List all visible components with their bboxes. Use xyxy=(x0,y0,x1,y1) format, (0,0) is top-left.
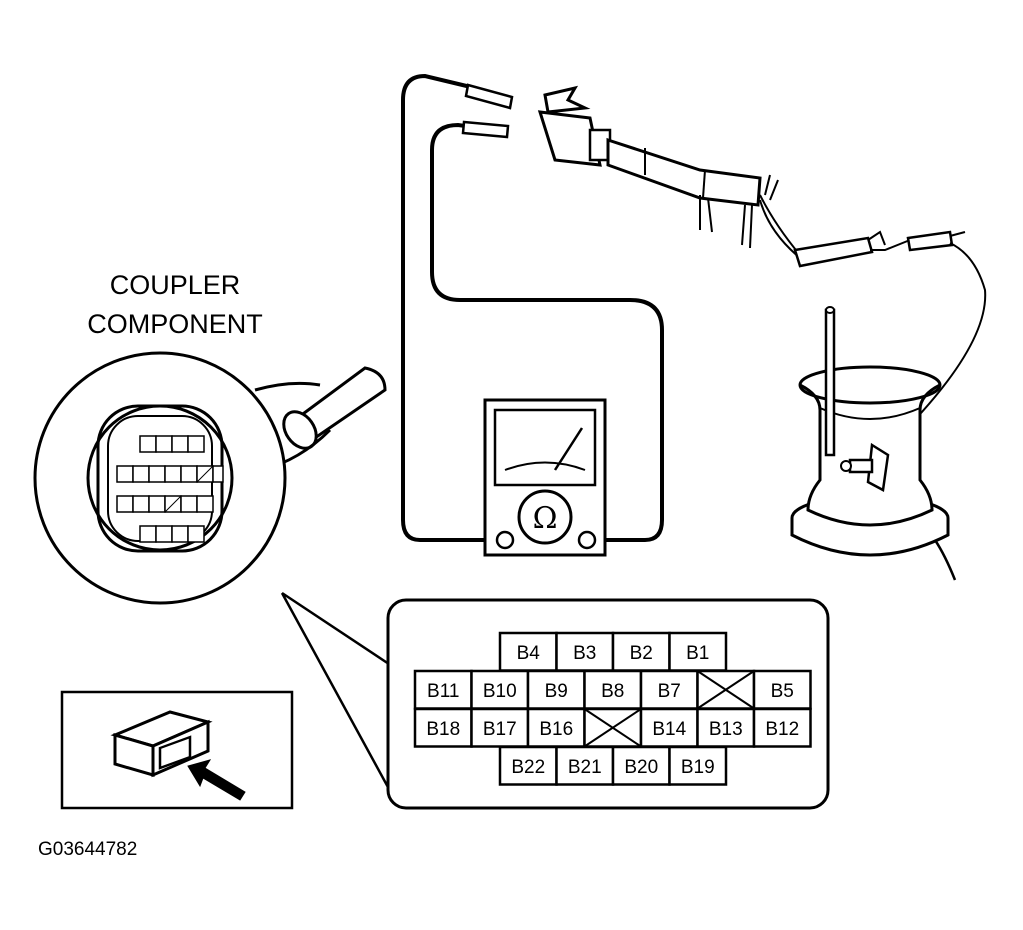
ohmmeter-terminal-1 xyxy=(495,530,515,550)
ohm-symbol: Ω xyxy=(533,501,558,536)
pin-b16: B16 xyxy=(526,707,586,748)
pin-label: B16 xyxy=(539,719,573,740)
figure-id: G03644782 xyxy=(38,839,137,860)
pin-b14: B14 xyxy=(639,707,699,748)
pin-label: B18 xyxy=(426,719,460,740)
ohmmeter-lead-1 xyxy=(401,73,505,542)
ohmmeter: Ω xyxy=(401,73,664,557)
pin-b21: B21 xyxy=(555,745,615,786)
pin-b20: B20 xyxy=(611,745,671,786)
pin-unused xyxy=(583,707,643,748)
pin-b2: B2 xyxy=(611,631,671,672)
pin-label: B12 xyxy=(765,719,799,740)
pin-b1: B1 xyxy=(668,631,728,672)
pin-label: B1 xyxy=(686,643,709,664)
pin-label: B13 xyxy=(709,719,743,740)
pin-b12: B12 xyxy=(752,707,812,748)
pin-b11: B11 xyxy=(413,669,473,710)
pin-unused xyxy=(696,669,756,710)
pin-label: B10 xyxy=(483,681,517,702)
pin-label: B9 xyxy=(545,681,568,702)
pin-b8: B8 xyxy=(583,669,643,710)
pin-b17: B17 xyxy=(470,707,530,748)
pin-b5: B5 xyxy=(752,669,812,710)
pin-b19: B19 xyxy=(668,745,728,786)
pin-label: B7 xyxy=(658,681,681,702)
pin-b18: B18 xyxy=(413,707,473,748)
pin-label: B20 xyxy=(624,757,658,778)
pin-label: B5 xyxy=(771,681,794,702)
pin-label: B19 xyxy=(681,757,715,778)
pin-b3: B3 xyxy=(555,631,615,672)
water-beaker xyxy=(790,306,957,581)
coupler-title-line-2: COMPONENT xyxy=(87,309,263,339)
pin-label: B14 xyxy=(652,719,686,740)
pin-label: B22 xyxy=(511,757,545,778)
pin-label: B3 xyxy=(573,643,596,664)
coupler-magnified-view xyxy=(33,351,387,605)
pin-label: B21 xyxy=(568,757,602,778)
pin-label: B8 xyxy=(601,681,624,702)
control-module-icon xyxy=(110,710,213,778)
pin-b9: B9 xyxy=(526,669,586,710)
pin-b4: B4 xyxy=(498,631,558,672)
pin-b10: B10 xyxy=(470,669,530,710)
coupler-title: COUPLER COMPONENT xyxy=(87,270,263,339)
pin-label: B11 xyxy=(427,681,459,702)
pin-label: B4 xyxy=(517,643,541,664)
sensor-harness xyxy=(461,83,987,456)
pin-b7: B7 xyxy=(639,669,699,710)
arrow-icon xyxy=(187,759,246,801)
ohmmeter-lead-2 xyxy=(430,122,664,542)
ohmmeter-terminal-2 xyxy=(577,530,597,550)
pin-b22: B22 xyxy=(498,745,558,786)
locator-inset xyxy=(60,690,294,810)
pin-label: B2 xyxy=(630,643,653,664)
pin-label: B17 xyxy=(483,719,517,740)
coupler-title-line-1: COUPLER xyxy=(110,270,241,300)
pin-b13: B13 xyxy=(696,707,756,748)
